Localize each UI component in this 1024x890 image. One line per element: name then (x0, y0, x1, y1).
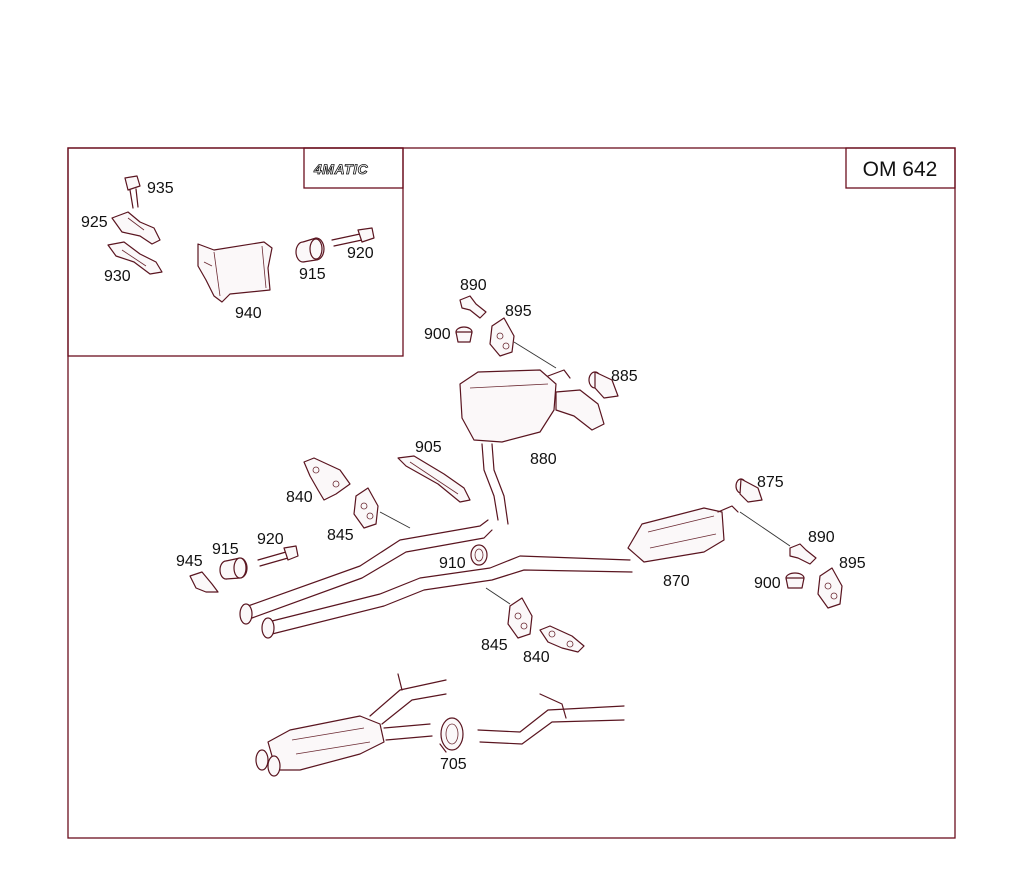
part-930-bracket (107, 241, 163, 275)
label-915-inset: 915 (299, 266, 326, 283)
label-885: 885 (611, 368, 638, 385)
label-920-main: 920 (257, 531, 284, 548)
part-925-bracket (111, 211, 161, 245)
label-870: 870 (663, 573, 690, 590)
4matic-badge: 4MATIC (303, 147, 404, 189)
label-890-rear: 890 (808, 529, 835, 546)
badge-text: 4MATIC (313, 161, 368, 177)
label-705: 705 (440, 756, 467, 773)
part-880-center-muffler (459, 369, 605, 525)
part-840-bracket-lower (539, 625, 585, 653)
part-front-pipes (239, 519, 633, 639)
part-910-ring (470, 544, 488, 566)
part-920-pin (331, 227, 375, 247)
part-915-bushing (295, 237, 325, 263)
label-925: 925 (81, 214, 108, 231)
label-905: 905 (415, 439, 442, 456)
label-880: 880 (530, 451, 557, 468)
hanger-group-upper (455, 295, 557, 369)
part-920-pin-main (257, 545, 299, 567)
part-935-bolt (124, 175, 141, 209)
part-870-rear-muffler (627, 505, 739, 563)
label-895-upper: 895 (505, 303, 532, 320)
label-910: 910 (439, 555, 466, 572)
model-code: OM 642 (863, 158, 938, 181)
inset-box (67, 147, 404, 357)
part-940-heat-shield (197, 241, 273, 303)
label-900-rear: 900 (754, 575, 781, 592)
label-845-upper: 845 (327, 527, 354, 544)
part-catalytic-converter (255, 673, 447, 777)
part-875-tailpipe-tip (735, 478, 763, 503)
label-840-lower: 840 (523, 649, 550, 666)
hanger-group-rear (739, 511, 843, 609)
label-940: 940 (235, 305, 262, 322)
label-920-inset: 920 (347, 245, 374, 262)
part-885-tailpipe-tip (588, 371, 619, 399)
part-845-hanger-upper (353, 487, 411, 529)
model-code-box: OM 642 (845, 147, 956, 189)
label-890-upper: 890 (460, 277, 487, 294)
label-840-upper: 840 (286, 489, 313, 506)
part-840-bracket-upper (303, 457, 351, 501)
part-915-bushing-main (219, 557, 248, 580)
part-845-hanger-lower (485, 587, 533, 639)
part-705-clamp (439, 717, 464, 753)
part-intermediate-pipe (477, 693, 625, 745)
label-915-main: 915 (212, 541, 239, 558)
label-935: 935 (147, 180, 174, 197)
part-905-bracket (397, 455, 471, 503)
part-945-bracket (189, 571, 219, 593)
label-900-upper: 900 (424, 326, 451, 343)
label-895-rear: 895 (839, 555, 866, 572)
label-930: 930 (104, 268, 131, 285)
label-875: 875 (757, 474, 784, 491)
label-845-lower: 845 (481, 637, 508, 654)
diagram-frame (67, 147, 956, 839)
label-945: 945 (176, 553, 203, 570)
